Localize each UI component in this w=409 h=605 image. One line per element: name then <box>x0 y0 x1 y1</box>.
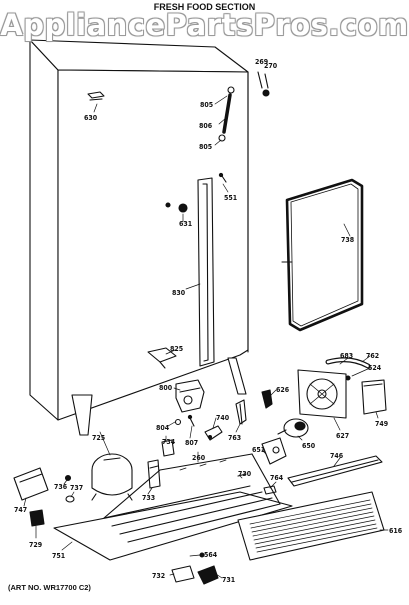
part-751-base-pan <box>53 491 293 561</box>
callout-830: 830 <box>172 289 186 297</box>
callout-805-top: 805 <box>200 101 213 109</box>
part-630 <box>87 91 105 101</box>
callout-740: 740 <box>216 414 230 422</box>
callout-825: 825 <box>170 345 183 353</box>
callout-736: 736 <box>54 483 68 491</box>
part-627-fan-shroud <box>297 369 347 419</box>
part-763 <box>235 399 247 425</box>
callout-751: 751 <box>52 552 65 560</box>
part-830-channel <box>197 177 215 367</box>
callout-551: 551 <box>224 194 237 202</box>
callout-731: 731 <box>222 576 235 584</box>
callout-737: 737 <box>70 484 83 492</box>
part-807 <box>187 414 195 427</box>
callout-734: 734 <box>162 438 176 446</box>
part-800-valve <box>175 379 205 413</box>
callout-762: 762 <box>366 352 379 360</box>
callout-630: 630 <box>84 114 98 122</box>
callout-626: 626 <box>276 386 290 394</box>
part-740 <box>204 425 223 441</box>
part-732 <box>171 565 195 583</box>
callout-738: 738 <box>341 236 354 244</box>
callout-627: 627 <box>336 432 349 440</box>
part-626 <box>261 389 273 409</box>
callout-729: 729 <box>29 541 42 549</box>
part-650-fan-motor <box>277 418 309 438</box>
part-806-tube <box>218 86 235 142</box>
part-269-270 <box>257 71 270 97</box>
part-737 <box>65 495 75 503</box>
part-825 <box>147 347 177 369</box>
callout-800: 800 <box>159 384 173 392</box>
callout-733: 733 <box>142 494 155 502</box>
callout-747: 747 <box>14 506 27 514</box>
callout-683: 683 <box>340 352 353 360</box>
part-734 <box>161 439 175 457</box>
callout-725: 725 <box>92 434 105 442</box>
part-736 <box>64 474 72 482</box>
callout-651: 651 <box>252 446 265 454</box>
callout-804: 804 <box>156 424 170 432</box>
cabinet-outline <box>29 39 249 436</box>
part-729 <box>29 509 45 527</box>
art-number: (ART NO. WR17700 C2) <box>8 583 91 592</box>
callout-806: 806 <box>199 122 213 130</box>
part-804 <box>174 418 182 426</box>
callout-807: 807 <box>185 439 198 447</box>
callout-730: 730 <box>238 470 252 478</box>
part-733 <box>147 459 161 489</box>
callout-524: 524 <box>368 364 382 372</box>
part-524 <box>345 375 351 381</box>
part-551 <box>218 172 227 183</box>
part-683-762-tube <box>325 357 371 369</box>
callout-260: 260 <box>192 454 206 462</box>
part-730 <box>237 473 247 477</box>
callout-616: 616 <box>389 527 403 535</box>
callout-746: 746 <box>330 452 344 460</box>
callout-650: 650 <box>302 442 316 450</box>
callout-564: 564 <box>204 551 218 559</box>
callout-631: 631 <box>179 220 192 228</box>
callout-764: 764 <box>270 474 284 482</box>
part-260-condenser <box>103 453 281 543</box>
part-746-channel <box>287 455 383 487</box>
leader-lines <box>23 95 389 579</box>
callout-269: 269 <box>255 58 268 66</box>
callout-749: 749 <box>375 420 388 428</box>
part-738-gasket <box>281 178 364 332</box>
callout-270: 270 <box>264 62 278 70</box>
callout-805-bottom: 805 <box>199 143 212 151</box>
section-title: FRESH FOOD SECTION <box>153 2 256 12</box>
part-651 <box>261 437 287 465</box>
part-749-bracket <box>361 379 387 415</box>
part-747 <box>13 467 49 501</box>
part-731 <box>197 565 219 585</box>
callout-labels: 269 270 630 805 806 805 551 631 738 830 … <box>14 58 403 584</box>
callout-763: 763 <box>228 434 241 442</box>
part-631 <box>165 202 188 213</box>
part-725-compressor <box>91 453 133 501</box>
callout-732: 732 <box>152 572 165 580</box>
